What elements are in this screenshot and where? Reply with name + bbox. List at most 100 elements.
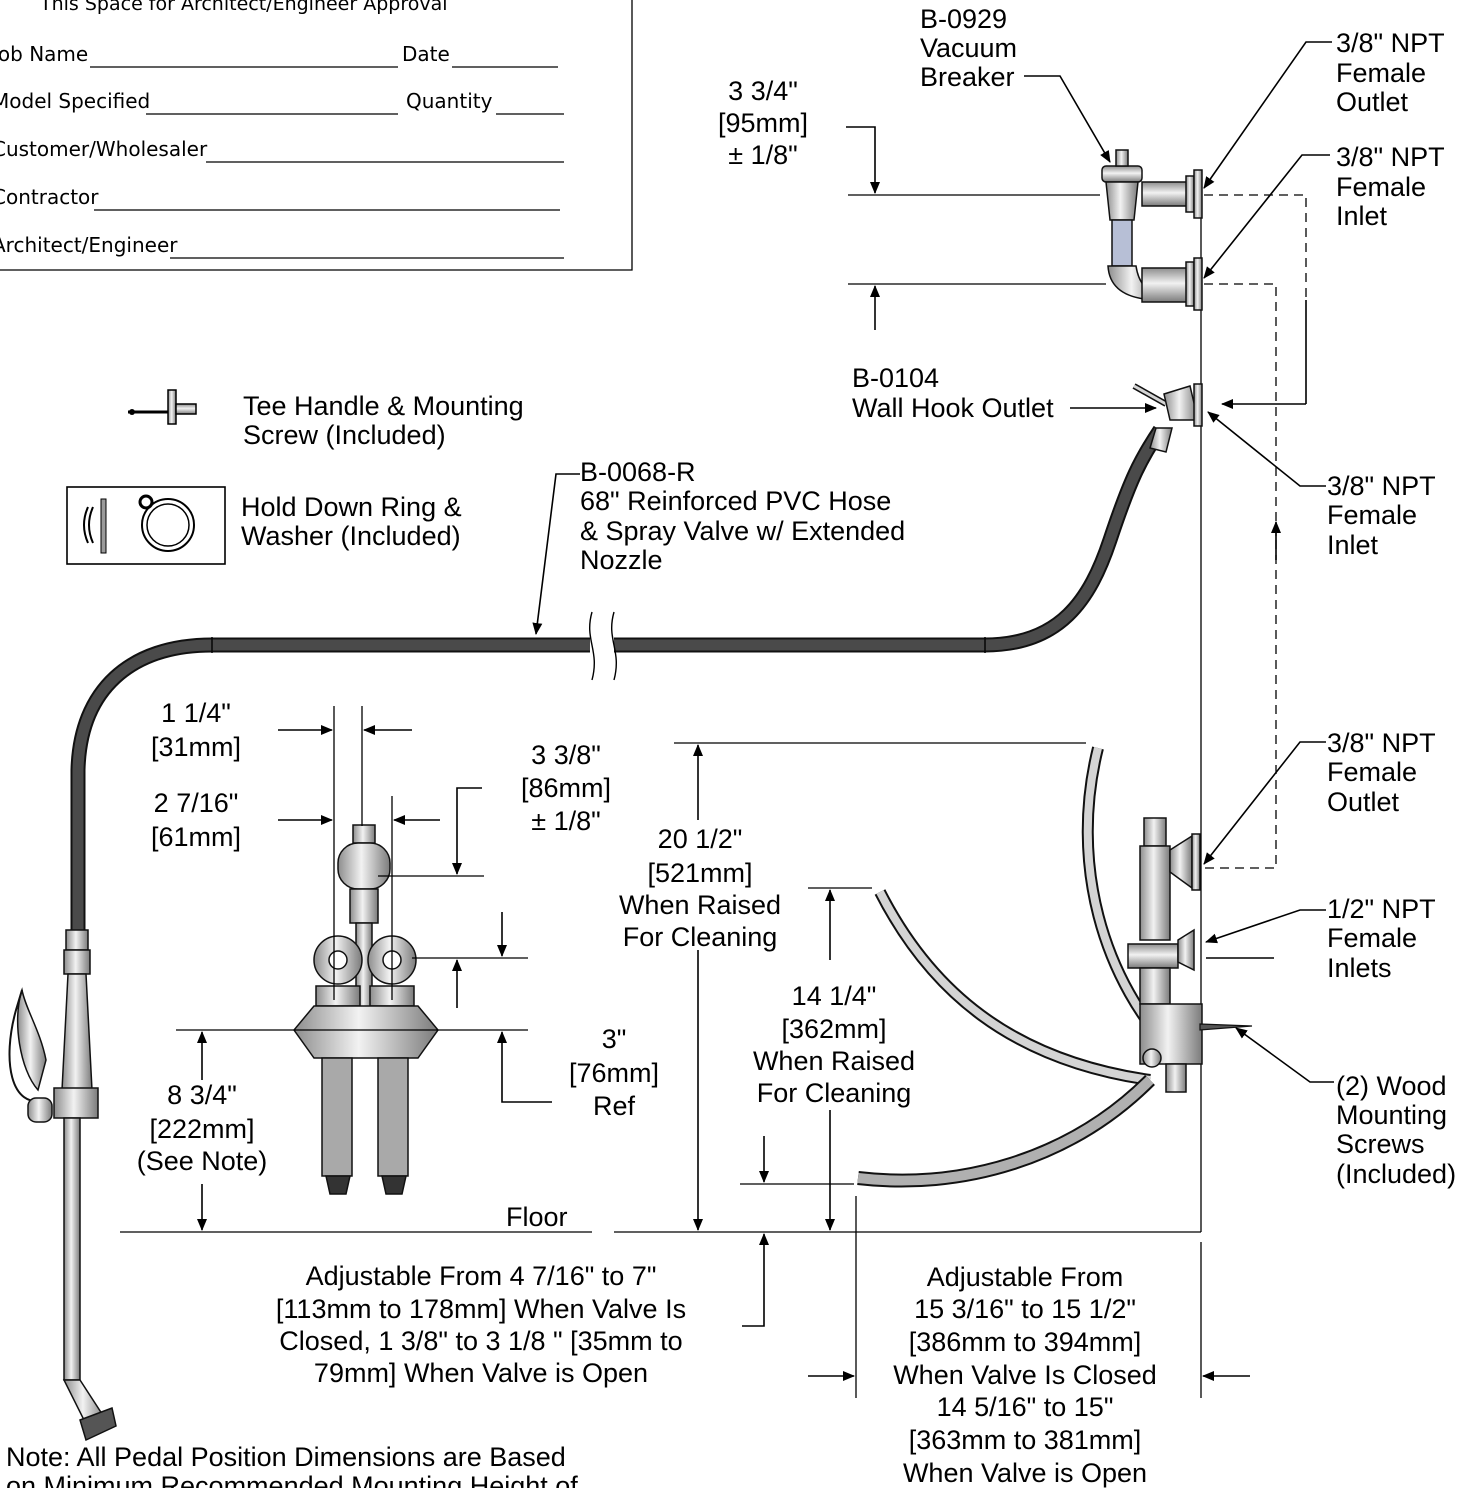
callout-text: Female [1327,500,1417,530]
dim-pedal-adjust: Adjustable From 4 7/16" to 7" [113mm to … [276,1261,686,1388]
wall-hook-label-1: B-0104 [852,363,939,393]
callout-text: Female [1327,923,1417,953]
callout-vb-outlet: 3/8" NPT Female Outlet [1336,28,1445,117]
note: Note: All Pedal Position Dimensions are … [6,1442,578,1488]
hose-label-4: Nozzle [580,545,663,575]
callout-valve-inlets: 1/2" NPT Female Inlets [1327,894,1436,983]
spray-valve [8,929,117,1442]
model-specified-label: Model Specified [0,89,150,113]
architect-label: Architect/Engineer [0,233,178,257]
tee-handle-label-2: Screw (Included) [243,420,446,450]
callout-text: Inlets [1327,953,1392,983]
dim-text: 3 3/8" [531,740,601,770]
callout-text: (2) Wood [1336,1071,1447,1101]
dim-text: [31mm] [151,732,241,762]
tee-handle-icon [128,389,197,425]
approval-box: This Space for Architect/Engineer Approv… [0,0,633,271]
dim-outlet-height: 3 3/8" [86mm] ± 1/8" [521,740,611,836]
callout-text: 1/2" NPT [1327,894,1436,924]
dim-text: [386mm to 394mm] [909,1327,1142,1357]
callout-text: Outlet [1336,87,1409,117]
callout-text: Inlet [1336,201,1388,231]
dim-text: [95mm] [718,108,808,138]
dim-text: For Cleaning [757,1078,912,1108]
callout-text: Mounting [1336,1100,1447,1130]
callout-text: Female [1336,58,1426,88]
vacuum-breaker-label-3: Breaker [920,62,1015,92]
date-label: Date [402,42,450,66]
dim-text: 15 3/16" to 15 1/2" [914,1294,1136,1324]
dim-text: 2 7/16" [154,788,239,818]
hose-label-2: 68" Reinforced PVC Hose [580,486,891,516]
dim-mount-height: 8 3/4" [222mm] (See Note) [137,1080,268,1176]
dim-text: [113mm to 178mm] When Valve Is [276,1294,686,1324]
dim-text: 3" [602,1024,627,1054]
customer-label: Customer/Wholesaler [0,137,208,161]
vacuum-breaker-label: B-0929 Vacuum Breaker [920,4,1017,92]
callout-vb-inlet: 3/8" NPT Female Inlet [1336,142,1445,231]
dim-text: When Raised [753,1046,915,1076]
note-line-2: on Minimum Recommended Mounting Height o… [6,1471,578,1488]
callout-text: Inlet [1327,530,1379,560]
dim-text: 1 1/4" [161,698,231,728]
dim-text: ± 1/8" [728,140,797,170]
dim-text: [76mm] [569,1058,659,1088]
dim-text: [61mm] [151,822,241,852]
vacuum-breaker-label-1: B-0929 [920,4,1007,34]
callout-text: Female [1327,757,1417,787]
dim-text: For Cleaning [623,922,778,952]
dim-text: When Valve Is Closed [893,1360,1157,1390]
dim-text: Ref [593,1091,636,1121]
callout-hook-inlet: 3/8" NPT Female Inlet [1327,471,1436,560]
hold-down-ring-label-1: Hold Down Ring & [241,492,462,522]
dim-text: 14 5/16" to 15" [937,1392,1114,1422]
dim-raised-height-2: 14 1/4" [362mm] When Raised For Cleaning [753,981,915,1108]
hose-label: B-0068-R 68" Reinforced PVC Hose & Spray… [580,457,905,575]
approval-title: This Space for Architect/Engineer Approv… [39,0,448,15]
dim-text: [521mm] [647,858,752,888]
callout-text: Screws [1336,1129,1425,1159]
dim-ref-height: 3" [76mm] Ref [569,1024,659,1121]
callout-valve-outlet: 3/8" NPT Female Outlet [1327,728,1436,817]
wall-hook-label: B-0104 Wall Hook Outlet [852,363,1054,423]
callout-text: 3/8" NPT [1327,471,1436,501]
front-pedal-valve [293,824,439,1195]
dim-text: When Raised [619,890,781,920]
dim-text: ± 1/8" [531,806,600,836]
vacuum-breaker [1101,149,1203,311]
dim-text: (See Note) [137,1146,268,1176]
contractor-label: Contractor [0,185,99,209]
dim-pedal-spacing: 2 7/16" [61mm] [151,788,241,852]
quantity-label: Quantity [406,89,493,113]
dim-text: 20 1/2" [658,824,743,854]
callout-text: (Included) [1336,1159,1456,1189]
dim-raised-height: 20 1/2" [521mm] When Raised For Cleaning [619,824,781,952]
note-line-1: Note: All Pedal Position Dimensions are … [6,1442,566,1472]
wall-hook [1132,383,1203,453]
hose-label-3: & Spray Valve w/ Extended [580,516,905,546]
callout-text: 3/8" NPT [1327,728,1436,758]
hose [70,425,1167,930]
dim-text: Adjustable From [927,1262,1124,1292]
callout-text: 3/8" NPT [1336,28,1445,58]
dim-inlet-spacing: 1 1/4" [31mm] [151,698,241,762]
job-name-label: Job Name [0,42,88,66]
callout-text: 3/8" NPT [1336,142,1445,172]
dim-text: [362mm] [781,1014,886,1044]
hold-down-ring-label-2: Washer (Included) [241,521,461,551]
side-pedal-valve [857,746,1253,1188]
hold-down-ring-icon [66,486,226,565]
dim-vb-spacing: 3 3/4" [95mm] ± 1/8" [718,76,808,170]
hose-label-1: B-0068-R [580,457,696,487]
callout-screws: (2) Wood Mounting Screws (Included) [1336,1071,1456,1189]
dim-text: [86mm] [521,773,611,803]
dim-text: 79mm] When Valve is Open [314,1358,648,1388]
callout-text: Female [1336,172,1426,202]
dim-text: Closed, 1 3/8" to 3 1/8 " [35mm to [279,1326,682,1356]
dim-text: Adjustable From 4 7/16" to 7" [306,1261,657,1291]
dim-text: When Valve is Open [903,1458,1147,1488]
dim-text: [222mm] [149,1114,254,1144]
dim-text: 8 3/4" [167,1080,237,1110]
dim-text: [363mm to 381mm] [909,1425,1142,1455]
